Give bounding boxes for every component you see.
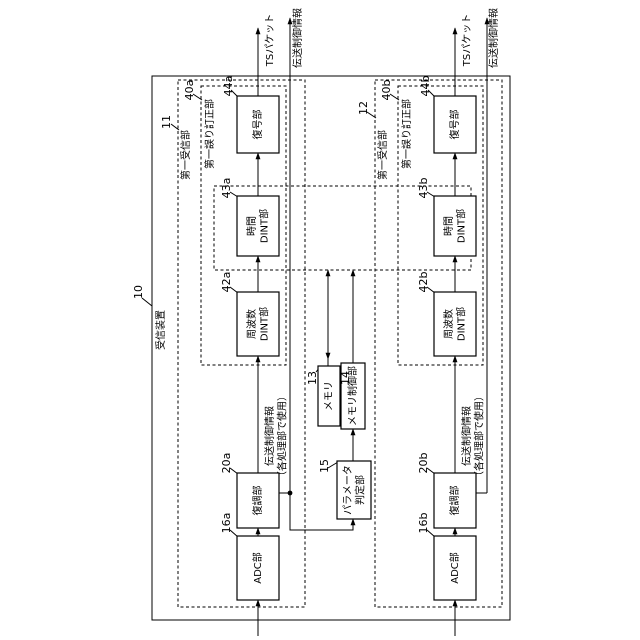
ref-42b: 42b: [417, 271, 430, 292]
freq-b-label: 周波数DINT部: [441, 307, 467, 341]
ref-20b: 20b: [417, 452, 430, 473]
ref-13: 13: [306, 371, 319, 385]
tx-ctrl-info-label-b: 伝送制御情報: [487, 8, 500, 68]
receiver-label-b: 第一受信部: [376, 130, 389, 180]
freq-a-label: 周波数DINT部: [244, 307, 270, 341]
ref-14: 14: [339, 371, 352, 385]
ref-20a: 20a: [220, 453, 233, 474]
ref-11: 11: [160, 115, 173, 129]
tx-ctrl-info-label-a: 伝送制御情報: [291, 8, 304, 68]
tx-ctrl-used-label-b: 伝送制御情報（各処理部で使用）: [459, 391, 485, 481]
ref-15: 15: [318, 459, 331, 473]
adc-b-label: ADC部: [448, 552, 461, 584]
ref-12: 12: [357, 101, 370, 115]
ref-44a: 44a: [222, 76, 235, 97]
receiver-label-a: 第一受信部: [179, 130, 192, 180]
ref-16b: 16b: [417, 512, 430, 533]
ts-packet-label-b: TSパケット: [461, 14, 473, 67]
adc-a-label: ADC部: [251, 552, 264, 584]
ref-40a: 40a: [183, 80, 196, 101]
ec-label-a: 第一誤り訂正部: [203, 99, 216, 169]
ref-43a: 43a: [220, 178, 233, 199]
ref-44b: 44b: [419, 75, 432, 96]
demod-b-label: 復調部: [448, 486, 461, 516]
demod-a-label: 復調部: [251, 486, 264, 516]
ref-43b: 43b: [417, 177, 430, 198]
ref-42a: 42a: [220, 272, 233, 293]
dec-a-label: 復号部: [251, 110, 264, 140]
ref-16a: 16a: [220, 513, 233, 534]
tx-ctrl-used-label-a: 伝送制御情報（各処理部で使用）: [262, 391, 288, 481]
ec-label-b: 第一誤り訂正部: [400, 99, 413, 169]
device-label: 受信装置: [154, 310, 167, 350]
ts-packet-label-a: TSパケット: [264, 14, 276, 67]
ref-40b: 40b: [380, 79, 393, 100]
memory-label: メモリ: [324, 381, 335, 411]
dec-b-label: 復号部: [448, 110, 461, 140]
ref-10: 10: [132, 285, 145, 299]
